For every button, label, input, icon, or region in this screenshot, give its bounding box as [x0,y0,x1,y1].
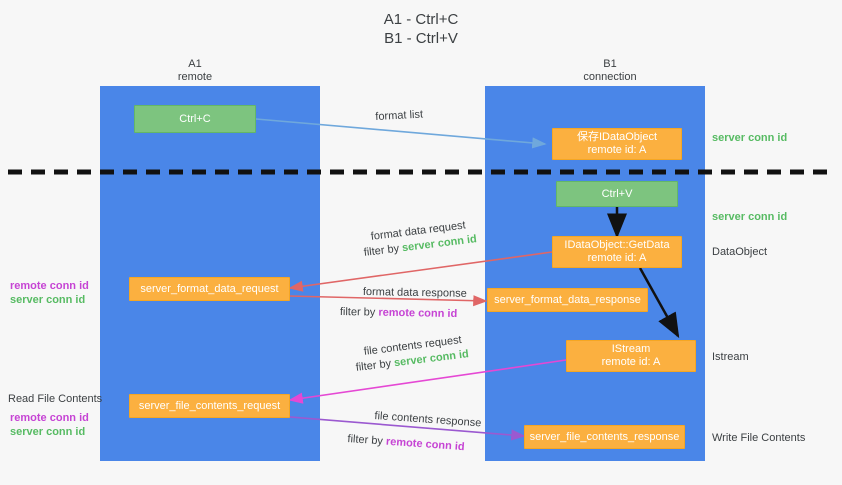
node-idataobject-getdata-line2: remote id: A [587,252,647,264]
lane-header-b1: B1 connection [530,58,690,84]
annotation-istream: Istream [712,351,749,363]
node-idataobject-create[interactable]: 保存IDataObject remote id: A [552,128,682,160]
lane-a1-title: A1 [188,58,202,70]
filter-by-text-3: filter by [355,357,395,374]
annotation-read-file-contents: Read File Contents [8,393,103,405]
annotation-server-conn-id-mid: server conn id [712,211,788,223]
filter-by-text-4: filter by [347,432,387,448]
lane-header-a1: A1 remote [130,58,260,84]
lane-a1-subtitle: remote [177,71,213,83]
annotation-server-conn-id-left-bottom: server conn id [10,426,86,438]
node-idataobject-getdata-line1: IDataObject::GetData [564,239,670,251]
annotation-write-file-contents: Write File Contents [712,432,806,444]
node-server-format-data-response[interactable]: server_format_data_response [487,288,648,312]
annotation-server-conn-id-left-top: server conn id [10,294,86,306]
annotation-dataobject: DataObject [712,246,768,258]
node-server-format-data-request[interactable]: server_format_data_request [129,277,290,301]
edge-label-file-contents-response: file contents response [374,409,482,430]
edge-label-format-list: format list [375,108,424,123]
annotation-server-conn-id-top: server conn id [712,132,788,144]
filter-by-text-2: filter by [339,305,379,319]
node-ctrl-v-line1: Ctrl+V [601,187,633,200]
node-istream[interactable]: IStream remote id: A [566,340,696,372]
title-line-1: A1 - Ctrl+C [383,11,459,28]
node-idataobject-create-line2: remote id: A [587,144,647,156]
annotation-conn-id-stack-top: remote conn id server conn id [10,279,89,307]
edge-label-format-data-response: format data response [362,285,467,300]
annotation-conn-id-stack-bottom: remote conn id server conn id [10,411,89,439]
node-ctrl-c[interactable]: Ctrl+C [134,105,256,133]
annotation-remote-conn-id-top: remote conn id [10,280,89,292]
page-title: A1 - Ctrl+C B1 - Ctrl+V [0,10,842,48]
node-ctrl-c-line1: Ctrl+C [179,112,211,125]
node-idataobject-getdata[interactable]: IDataObject::GetData remote id: A [552,236,682,268]
filter-by-text: filter by [363,242,403,259]
node-server-format-data-response-line1: server_format_data_response [494,293,641,306]
lane-b1-subtitle: connection [583,71,637,83]
filter-remote-conn-id: remote conn id [378,306,458,321]
node-server-file-contents-request-line1: server_file_contents_request [138,399,281,412]
title-line-2: B1 - Ctrl+V [384,30,458,47]
node-server-format-data-request-line1: server_format_data_request [140,282,279,295]
node-server-file-contents-response-line1: server_file_contents_response [529,430,680,443]
annotation-remote-conn-id-bottom: remote conn id [10,412,89,424]
lane-b1-title: B1 [603,58,617,70]
node-idataobject-create-line1: 保存IDataObject [576,131,658,143]
node-ctrl-v[interactable]: Ctrl+V [556,181,678,207]
node-istream-line2: remote id: A [601,356,661,368]
edge-label-file-contents-response-filter: filter by remote conn id [347,432,465,454]
edge-label-format-data-response-filter: filter by remote conn id [340,305,458,321]
filter-remote-conn-id-2: remote conn id [385,435,466,454]
node-server-file-contents-request[interactable]: server_file_contents_request [129,394,290,418]
node-istream-line1: IStream [611,343,651,355]
node-server-file-contents-response[interactable]: server_file_contents_response [524,425,685,449]
